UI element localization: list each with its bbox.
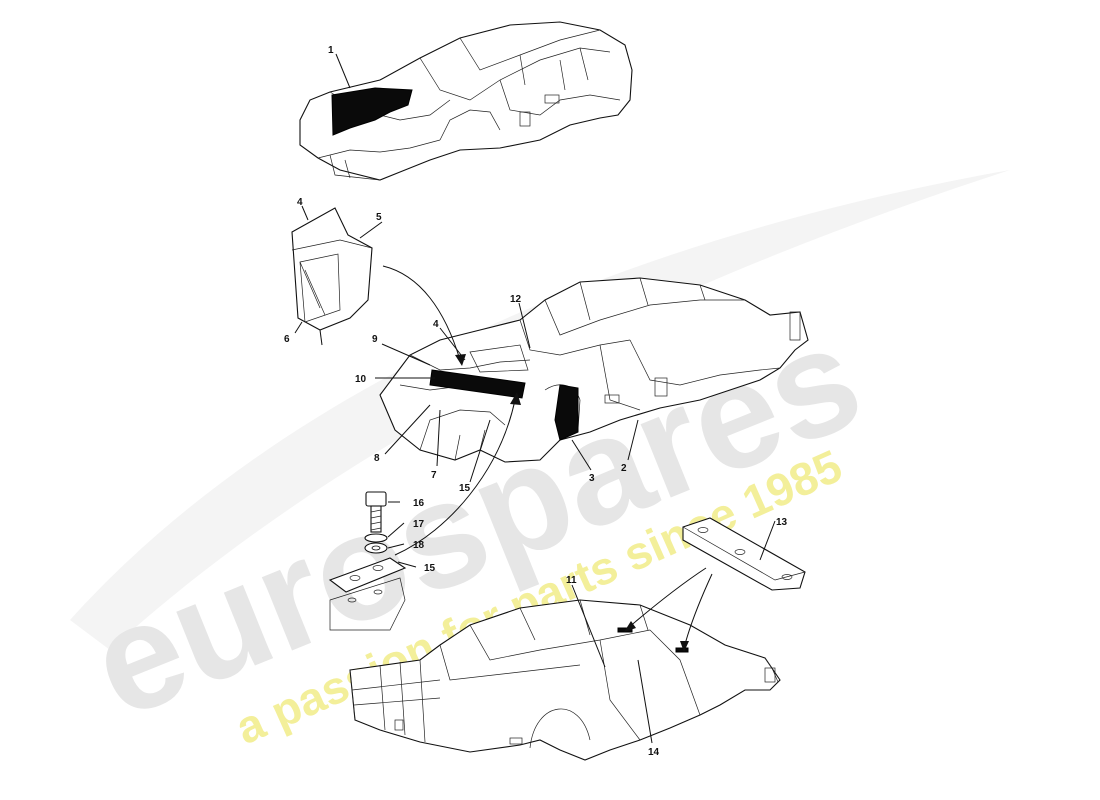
callout-10: 10 — [355, 374, 367, 385]
callout-17: 17 — [413, 519, 425, 530]
callout-15-plate: 15 — [424, 563, 436, 574]
callout-16: 16 — [413, 498, 425, 509]
callout-11: 11 — [566, 575, 577, 586]
bolt-shank — [370, 505, 382, 533]
callout-2: 2 — [621, 463, 627, 474]
callout-14: 14 — [648, 747, 660, 758]
callout-1: 1 — [328, 45, 334, 56]
fastener-detail — [328, 491, 407, 631]
inset-detail-4-5-6 — [291, 207, 373, 346]
car-body-top-view — [299, 21, 633, 181]
car-body-main-view — [379, 277, 809, 463]
part-14-marker-b — [675, 647, 689, 653]
callout-4-inset: 4 — [297, 197, 303, 208]
leader-lines — [294, 53, 776, 744]
callout-13: 13 — [776, 517, 788, 528]
plate-15 — [328, 557, 407, 593]
callout-3: 3 — [589, 473, 595, 484]
callout-7: 7 — [431, 470, 437, 481]
callout-4-main: 4 — [433, 319, 439, 330]
washer-17 — [364, 533, 388, 543]
bracket-13 — [682, 517, 806, 591]
callout-12: 12 — [510, 294, 522, 305]
part-10-shape — [429, 369, 526, 399]
callout-5: 5 — [376, 212, 382, 223]
callout-18: 18 — [413, 540, 425, 551]
callout-labels: 1 2 3 4 4 5 6 7 8 9 10 11 12 13 14 15 15… — [284, 45, 788, 758]
bolt-head — [365, 491, 387, 507]
watermark-swoosh — [70, 170, 1010, 650]
callout-6: 6 — [284, 334, 290, 345]
callout-9: 9 — [372, 334, 378, 345]
part-14-marker-a — [617, 627, 633, 633]
part-1-shape — [331, 87, 413, 136]
part-3-shape — [554, 384, 579, 441]
callout-15-main: 15 — [459, 483, 471, 494]
car-body-rear-view — [349, 599, 781, 761]
callout-8: 8 — [374, 453, 380, 464]
